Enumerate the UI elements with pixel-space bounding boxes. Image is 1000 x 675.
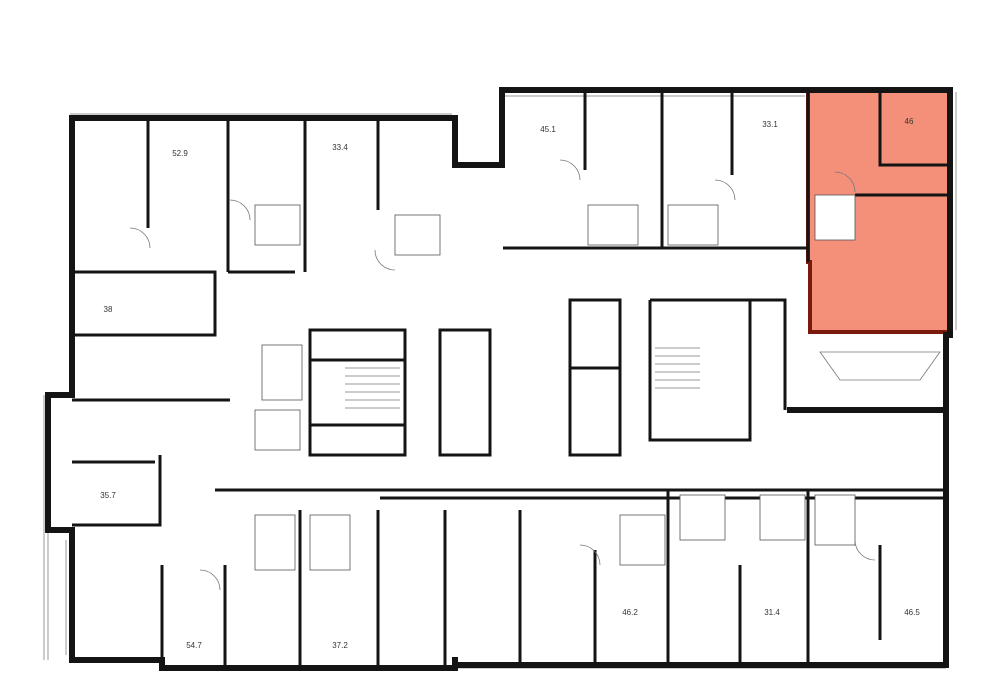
unit-area-label: 54.7	[186, 641, 202, 650]
unit-area-label: 31.4	[764, 608, 780, 617]
door-swings	[129, 159, 876, 591]
unit-area-label: 38	[104, 305, 113, 314]
outer-walls	[45, 87, 953, 671]
unit-area-label: 52.9	[172, 149, 188, 158]
unit-area-label: 35.7	[100, 491, 116, 500]
unit-area-label: 46.5	[904, 608, 920, 617]
unit-area-label: 46	[905, 117, 914, 126]
unit-area-label: 37.2	[332, 641, 348, 650]
area-labels: 52.9 33.4 45.1 33.1 46 38 35.7 54.7 37.2…	[100, 117, 920, 650]
unit-area-label: 45.1	[540, 125, 556, 134]
bathroom-fixtures	[254, 194, 856, 571]
interior-walls	[72, 90, 950, 668]
stairs	[345, 347, 941, 409]
unit-area-label: 46.2	[622, 608, 638, 617]
unit-area-label: 33.1	[762, 120, 778, 129]
unit-area-label: 33.4	[332, 143, 348, 152]
